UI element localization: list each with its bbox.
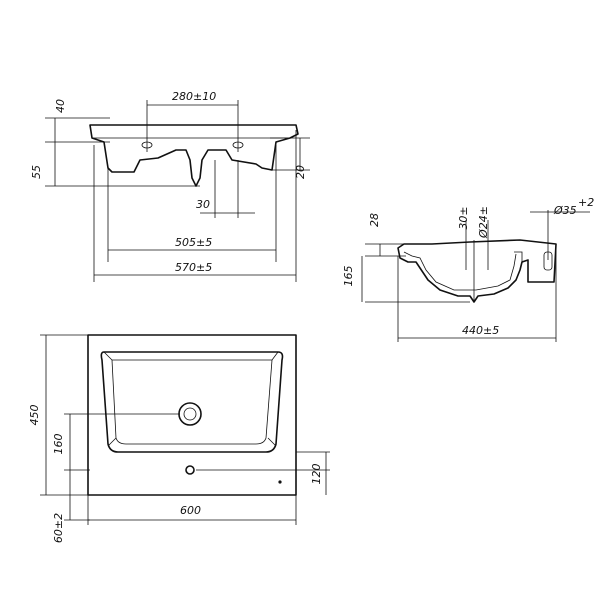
label-front: 60±2 xyxy=(52,513,65,543)
side-basin-outline xyxy=(397,239,557,303)
label-drain-offset: 160 xyxy=(52,434,65,455)
label-overflow-tol: +2 xyxy=(578,196,594,209)
front-view: 280±10 40 55 20 30 505±5 570±5 xyxy=(30,90,310,282)
label-hole-dia: Ø24± xyxy=(477,206,490,239)
label-center-offset: 30 xyxy=(196,198,210,211)
label-side-height: 165 xyxy=(342,266,355,287)
top-outer-rect xyxy=(87,334,297,496)
label-side-rim: 28 xyxy=(368,213,381,227)
label-rim-height: 20 xyxy=(294,165,307,179)
top-mark-dot xyxy=(278,480,282,484)
label-faucet: 120 xyxy=(310,464,323,485)
top-bowl-inner xyxy=(111,359,273,445)
side-view: 28 30± Ø24± Ø35 +2 165 440±5 xyxy=(342,196,594,342)
label-top-height: 40 xyxy=(54,99,67,113)
label-drain-spacing: 280±10 xyxy=(172,90,216,103)
label-hole-depth: 30± xyxy=(457,206,470,229)
label-overflow-dia: Ø35 xyxy=(553,204,577,217)
label-top-depth: 450 xyxy=(28,405,41,426)
label-body-height: 55 xyxy=(30,165,43,179)
label-top-width: 600 xyxy=(180,504,201,517)
label-outer-width: 570±5 xyxy=(175,261,212,274)
label-side-depth: 440±5 xyxy=(462,324,499,337)
label-inner-width: 505±5 xyxy=(175,236,212,249)
top-view: 450 160 60±2 120 600 xyxy=(28,334,330,543)
top-bowl-outline xyxy=(100,351,284,453)
top-drain-inner xyxy=(183,407,197,421)
top-faucet-hole xyxy=(185,465,195,475)
side-inner-curve xyxy=(403,251,517,291)
front-basin-outline xyxy=(89,124,299,187)
top-drain-outer xyxy=(178,402,202,426)
